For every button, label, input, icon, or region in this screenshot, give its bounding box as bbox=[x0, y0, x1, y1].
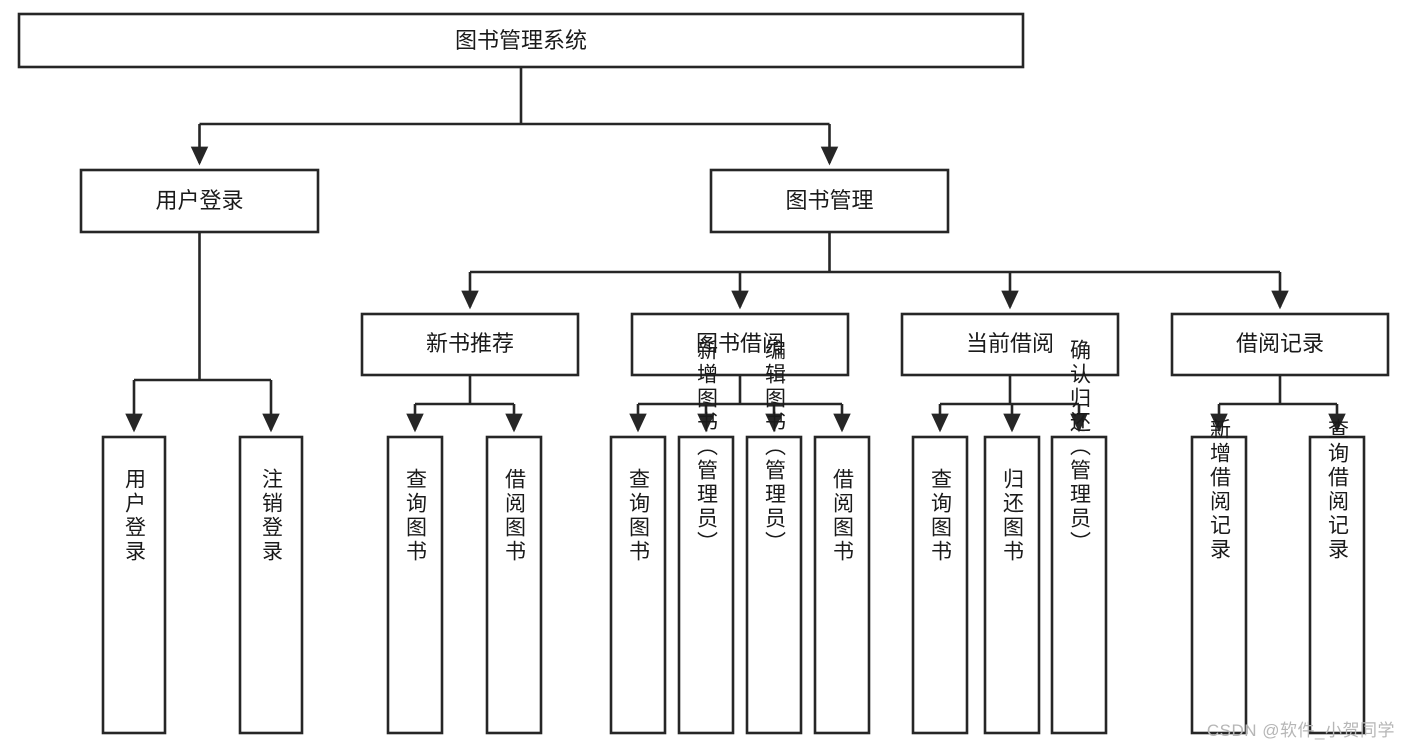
leaf-add-borrow-record-label: 新增借阅记录 bbox=[1208, 418, 1232, 562]
node-user-login-label: 用户登录 bbox=[155, 188, 243, 213]
node-book-management[interactable]: 图书管理 bbox=[709, 168, 950, 234]
leaf-query-borrow-record[interactable]: 查询借阅记录 bbox=[1308, 418, 1366, 735]
leaf-query-books-borrow-label: 查询图书 bbox=[627, 468, 651, 564]
node-current-borrow-label: 当前借阅 bbox=[966, 331, 1054, 356]
leaf-logout-label: 注销登录 bbox=[260, 468, 284, 564]
node-user-login[interactable]: 用户登录 bbox=[79, 168, 320, 234]
node-current-borrow[interactable]: 当前借阅 bbox=[900, 312, 1120, 377]
leaf-add-book-admin-label: 新增图书（管理员） bbox=[695, 339, 719, 555]
leaf-borrow-books-new-label: 借阅图书 bbox=[503, 468, 527, 564]
leaf-query-books-borrow[interactable]: 查询图书 bbox=[609, 435, 667, 735]
node-root-system-label: 图书管理系统 bbox=[455, 28, 587, 53]
leaf-query-books-new-box bbox=[386, 435, 444, 735]
leaf-edit-book-admin-label: 编辑图书（管理员） bbox=[763, 339, 787, 555]
leaf-user-login-box bbox=[101, 435, 167, 735]
node-new-book-recommend[interactable]: 新书推荐 bbox=[360, 312, 580, 377]
leaf-borrow-books-new[interactable]: 借阅图书 bbox=[485, 435, 543, 735]
leaf-query-books-current-box bbox=[911, 435, 969, 735]
leaf-confirm-return-admin-label: 确认归还（管理员） bbox=[1068, 339, 1092, 555]
leaf-user-login-label: 用户登录 bbox=[123, 468, 147, 564]
node-book-borrow-box bbox=[630, 312, 850, 377]
node-current-borrow-box bbox=[900, 312, 1120, 377]
leaf-borrow-books-borrow[interactable]: 借阅图书 bbox=[813, 435, 871, 735]
leaf-query-books-new-label: 查询图书 bbox=[404, 468, 428, 564]
leaf-add-borrow-record-box bbox=[1190, 435, 1248, 735]
leaf-query-books-current-label: 查询图书 bbox=[929, 468, 953, 564]
leaf-borrow-books-borrow-box bbox=[813, 435, 871, 735]
leaf-confirm-return-admin-box bbox=[1050, 435, 1108, 735]
leaf-return-books[interactable]: 归还图书 bbox=[983, 435, 1041, 735]
node-book-management-label: 图书管理 bbox=[785, 188, 873, 213]
leaf-add-borrow-record[interactable]: 新增借阅记录 bbox=[1190, 418, 1248, 735]
node-root-system-box bbox=[17, 12, 1025, 69]
csdn-watermark: CSDN @软件_小贺同学 bbox=[1206, 721, 1395, 740]
leaf-user-login[interactable]: 用户登录 bbox=[101, 435, 167, 735]
node-root-system[interactable]: 图书管理系统 bbox=[17, 12, 1025, 69]
leaf-query-books-borrow-box bbox=[609, 435, 667, 735]
connector-lines bbox=[125, 67, 1346, 433]
leaf-borrow-books-borrow-label: 借阅图书 bbox=[831, 468, 855, 564]
leaf-logout-box bbox=[238, 435, 304, 735]
leaf-borrow-books-new-box bbox=[485, 435, 543, 735]
leaf-return-books-box bbox=[983, 435, 1041, 735]
leaf-query-books-new[interactable]: 查询图书 bbox=[386, 435, 444, 735]
leaf-return-books-label: 归还图书 bbox=[1001, 468, 1025, 564]
leaf-query-borrow-record-box bbox=[1308, 435, 1366, 735]
node-new-book-recommend-box bbox=[360, 312, 580, 377]
node-user-login-box bbox=[79, 168, 320, 234]
node-book-borrow[interactable]: 图书借阅 bbox=[630, 312, 850, 377]
node-book-borrow-label: 图书借阅 bbox=[696, 331, 784, 356]
leaf-edit-book-admin[interactable]: 编辑图书（管理员） bbox=[745, 339, 803, 735]
node-borrow-records-label: 借阅记录 bbox=[1236, 331, 1324, 356]
leaf-query-books-current[interactable]: 查询图书 bbox=[911, 435, 969, 735]
node-borrow-records[interactable]: 借阅记录 bbox=[1170, 312, 1390, 377]
leaf-confirm-return-admin[interactable]: 确认归还（管理员） bbox=[1050, 339, 1108, 735]
node-new-book-recommend-label: 新书推荐 bbox=[426, 331, 514, 356]
leaf-logout[interactable]: 注销登录 bbox=[238, 435, 304, 735]
node-borrow-records-box bbox=[1170, 312, 1390, 377]
leaf-query-borrow-record-label: 查询借阅记录 bbox=[1326, 418, 1350, 562]
leaf-add-book-admin-box bbox=[677, 435, 735, 735]
node-book-management-box bbox=[709, 168, 950, 234]
leaf-edit-book-admin-box bbox=[745, 435, 803, 735]
leaf-add-book-admin[interactable]: 新增图书（管理员） bbox=[677, 339, 735, 735]
